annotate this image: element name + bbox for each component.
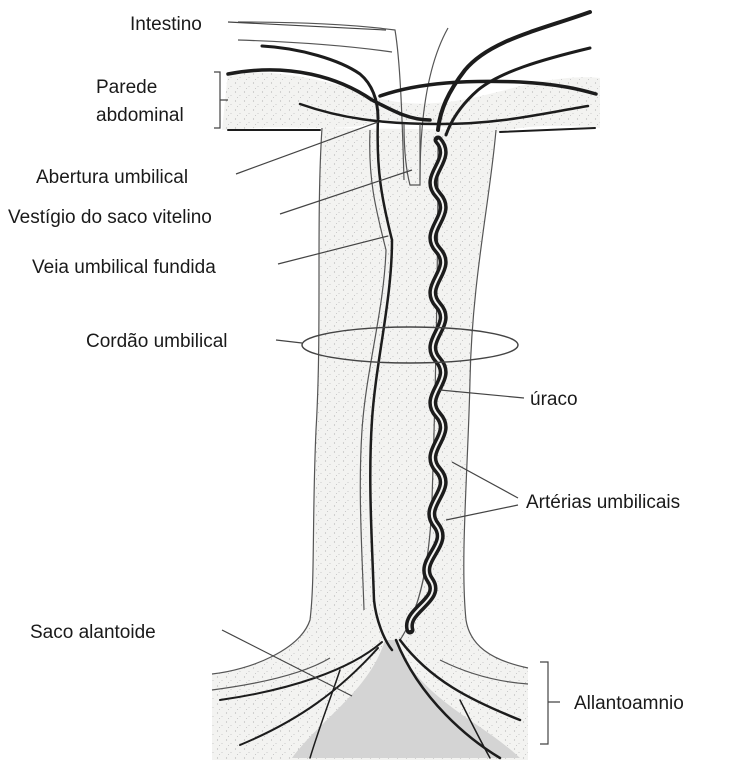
cord-left-outline xyxy=(212,128,322,674)
label-allantoamnio: Allantoamnio xyxy=(574,693,684,714)
label-parede-line1: Parede xyxy=(96,77,157,98)
allantoamnio-bracket xyxy=(540,662,560,744)
label-parede-line2: abdominal xyxy=(96,105,184,126)
label-veia: Veia umbilical fundida xyxy=(32,257,216,278)
label-arterias: Artérias umbilicais xyxy=(526,492,680,513)
label-abertura: Abertura umbilical xyxy=(36,167,188,188)
label-saco-alantoide: Saco alantoide xyxy=(30,622,156,643)
abdominal-wall-tissue xyxy=(222,72,600,135)
label-uraco: úraco xyxy=(530,389,578,410)
label-intestino: Intestino xyxy=(130,14,202,35)
label-cordao: Cordão umbilical xyxy=(86,331,228,352)
leader-cordao xyxy=(276,340,302,343)
label-vestigio: Vestígio do saco vitelino xyxy=(8,207,212,228)
